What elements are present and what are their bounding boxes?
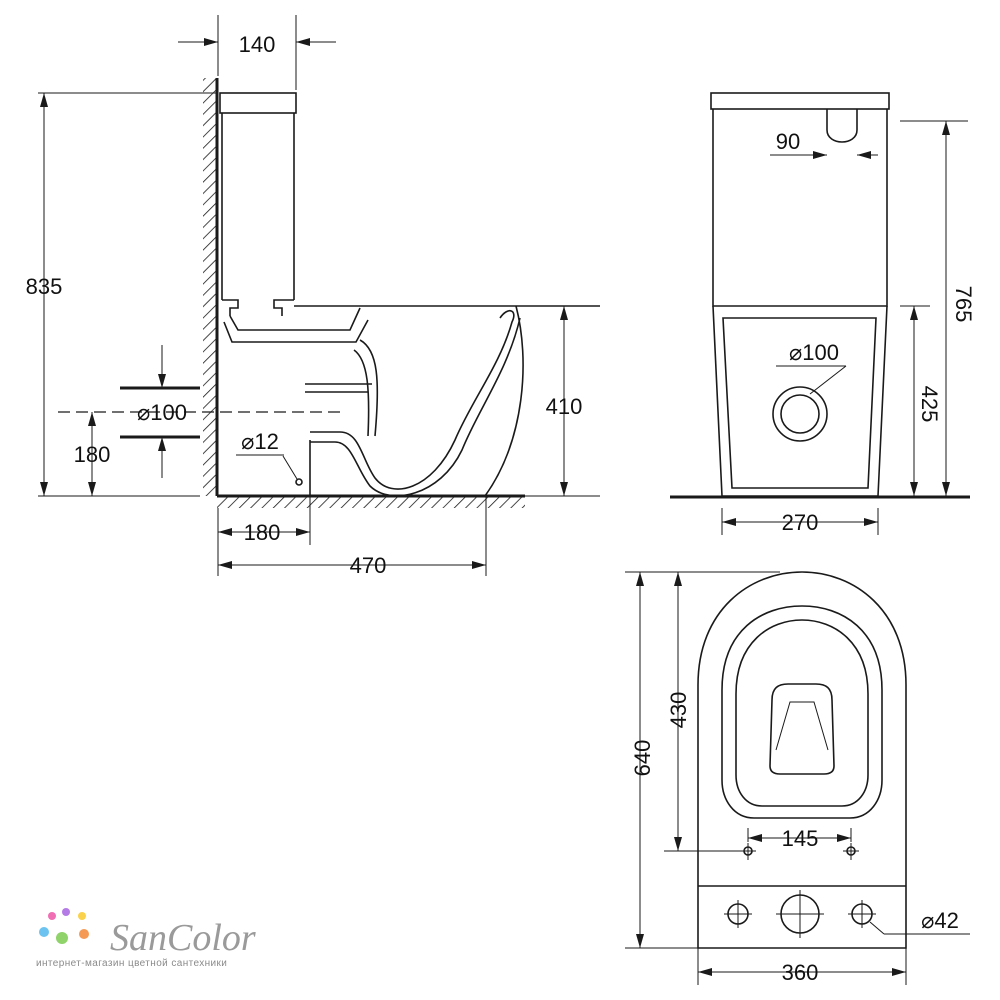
dim-hole-diameter: ⌀42 (869, 908, 970, 935)
dim-label-470: 470 (350, 553, 387, 578)
dim-tank-depth: 140 (178, 15, 336, 90)
dim-label-inlet-12: ⌀12 (241, 429, 279, 454)
dim-front-height: 765 (900, 120, 976, 496)
dim-seat-height: 410 (525, 306, 600, 497)
dim-drain-height: 180 (74, 412, 111, 496)
dim-drain-diameter: ⌀100 (137, 345, 187, 478)
dim-front-drain: ⌀100 (776, 340, 847, 395)
dim-label-140: 140 (239, 32, 276, 57)
dim-label-90: 90 (776, 129, 800, 154)
dim-top-length: 640 (625, 571, 780, 949)
dim-label-430: 430 (666, 692, 691, 729)
drain-outlet-inner (780, 394, 820, 434)
dim-label-270: 270 (782, 510, 819, 535)
logo-dot (62, 908, 70, 916)
dim-label-765: 765 (951, 286, 976, 323)
seat-top-outer (721, 605, 883, 819)
bolt-mark-right (843, 843, 859, 860)
dim-bolt-spacing: 145 (747, 826, 852, 851)
dim-label-410: 410 (546, 394, 583, 419)
sancolor-logo: SanColor интернет-магазин цветной сантех… (36, 908, 256, 969)
bowl-front-outer (712, 305, 888, 497)
floor-hatch (217, 496, 525, 508)
side-view: 140 835 ⌀100 180 (26, 15, 600, 578)
logo-tagline: интернет-магазин цветной сантехники (36, 958, 227, 969)
logo-dot (79, 929, 89, 939)
logo-brand: SanColor (110, 917, 256, 959)
wall-hatch (203, 78, 217, 496)
cistern-lid-front (710, 92, 890, 110)
dim-button-width: 90 (770, 129, 878, 159)
dim-total-height: 835 (26, 92, 218, 497)
bowl-side (223, 305, 600, 497)
dim-label-835: 835 (26, 274, 63, 299)
bowl-front-inner (722, 317, 877, 489)
logo-dot (48, 912, 56, 920)
dim-label-42: ⌀42 (921, 908, 959, 933)
seat-top-inner (735, 619, 869, 807)
dim-water-inlet: ⌀12 (236, 429, 303, 486)
cistern-hole-left (724, 900, 752, 928)
cistern-hole-right (848, 900, 876, 928)
bowl-top-outer (697, 571, 907, 949)
front-view: 90 ⌀100 765 425 (670, 92, 976, 535)
dim-drain-offset: 180 (217, 496, 311, 576)
dim-total-depth: 470 (218, 496, 487, 578)
bowl-opening (769, 683, 835, 775)
dim-front-width: 270 (721, 508, 879, 535)
dim-top-width: 360 (697, 948, 907, 985)
dim-front-drain-height: 425 (900, 305, 942, 496)
top-view: ⌀42 145 640 430 (625, 571, 970, 985)
logo-dot (56, 932, 68, 944)
dim-label-front-100: ⌀100 (789, 340, 839, 365)
dim-label-180-offset: 180 (244, 520, 281, 545)
logo-dot (78, 912, 86, 920)
logo-dot (39, 927, 49, 937)
dim-bowl-length: 430 (664, 572, 744, 852)
dim-label-640: 640 (630, 740, 655, 777)
dim-label-180-height: 180 (74, 442, 111, 467)
dim-label-drain-100: ⌀100 (137, 400, 187, 425)
dim-label-360: 360 (782, 960, 819, 985)
bowl-opening-facet (775, 701, 829, 751)
flush-button (826, 109, 858, 143)
drain-outlet-outer (772, 386, 828, 442)
cistern-hole-center (776, 890, 824, 938)
cistern-side (219, 92, 297, 316)
cistern-front (712, 109, 888, 307)
dim-label-145: 145 (782, 826, 819, 851)
dim-label-425: 425 (917, 386, 942, 423)
